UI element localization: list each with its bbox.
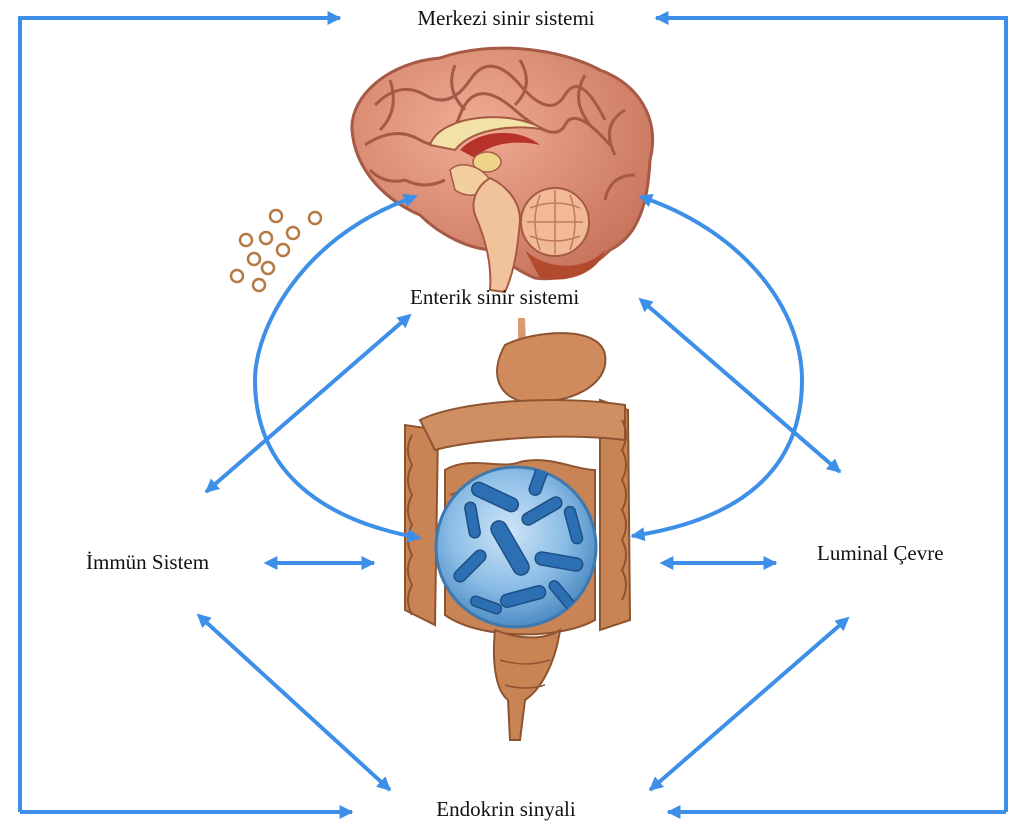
luminal-endocrine-arrow	[650, 625, 840, 790]
vesicle-particles	[231, 210, 321, 291]
frame-right-arrow	[656, 18, 1006, 812]
immune-endocrine-arrow	[206, 622, 390, 790]
ens-immune-arrow	[206, 322, 402, 492]
ens-luminal-arrow	[648, 306, 840, 472]
luminal-environment-label: Luminal Çevre	[817, 541, 944, 566]
endocrine-signal-label: Endokrin sinyali	[0, 797, 1012, 822]
central-nervous-system-label: Merkezi sinir sistemi	[0, 6, 1012, 31]
immune-system-label: İmmün Sistem	[86, 550, 209, 575]
enteric-nervous-system-label: Enterik sinir sistemi	[410, 285, 579, 310]
brain-illustration	[352, 48, 653, 292]
loop-left-arrow	[255, 200, 420, 538]
